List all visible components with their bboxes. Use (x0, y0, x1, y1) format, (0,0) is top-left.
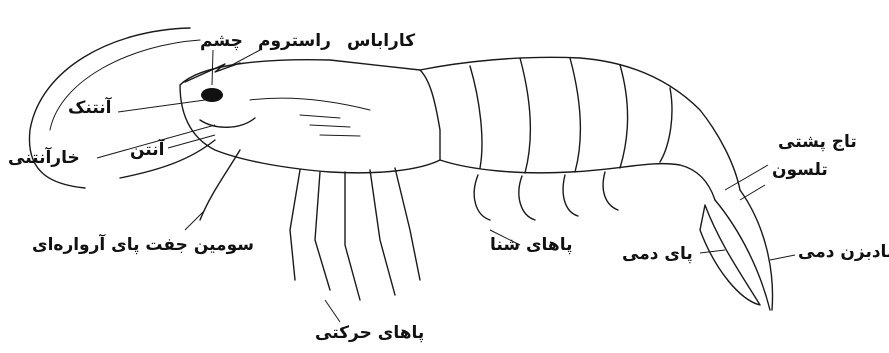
swimmeret-2 (519, 176, 535, 220)
head-appendages (200, 118, 255, 127)
walking-leg-3 (345, 172, 360, 300)
leader-uropod (700, 250, 725, 253)
leader-maxilliped (185, 210, 205, 230)
label-carapace: کاراباس (347, 33, 415, 50)
maxilliped-shape (200, 150, 240, 220)
leader-tail-fan (770, 255, 795, 260)
leader-walking-legs (325, 300, 340, 322)
telson-shape (715, 200, 770, 310)
label-tail-fan: بادبزن دمی (798, 244, 889, 261)
label-walking-legs: پاهای حرکتی (315, 325, 424, 342)
label-dorsal-spine: تاج پشتی (778, 134, 857, 151)
segment-2 (520, 58, 530, 173)
segment-4 (620, 65, 628, 168)
carapace-groove (250, 98, 370, 110)
label-third-maxilliped: سومین جفت پای آرواره‌ای (32, 237, 254, 254)
swimmeret-3 (563, 175, 578, 216)
label-rostrum: راستروم (258, 33, 331, 50)
walking-leg-4 (370, 170, 395, 295)
walking-leg-1 (290, 170, 300, 280)
walking-leg-5 (395, 168, 420, 280)
leader-dorsal-spine (725, 165, 768, 190)
label-antennal-spine: خارآنتنی (8, 150, 80, 167)
walking-leg-2 (315, 172, 330, 290)
label-eye: چشم (200, 33, 243, 50)
swimmeret-4 (603, 172, 618, 210)
label-antennule: آنتنک (68, 100, 112, 117)
segment-3 (570, 58, 580, 172)
carapace-outline (180, 60, 440, 173)
label-telson: تلسون (772, 162, 828, 179)
tail-fan-outer (740, 190, 773, 310)
segment-5 (660, 88, 672, 162)
label-swimmerets: پاهای شنا (490, 237, 572, 254)
label-uropod: پای دمی (622, 246, 693, 263)
leader-antennule (118, 100, 205, 112)
carapace-hatch (300, 115, 360, 136)
leader-eye (212, 50, 213, 85)
label-antenna: آنتن (130, 142, 164, 159)
abdomen-outline-bottom (440, 160, 715, 200)
swimmeret-1 (474, 175, 490, 220)
leader-telson (740, 185, 765, 200)
segment-1 (470, 66, 482, 168)
